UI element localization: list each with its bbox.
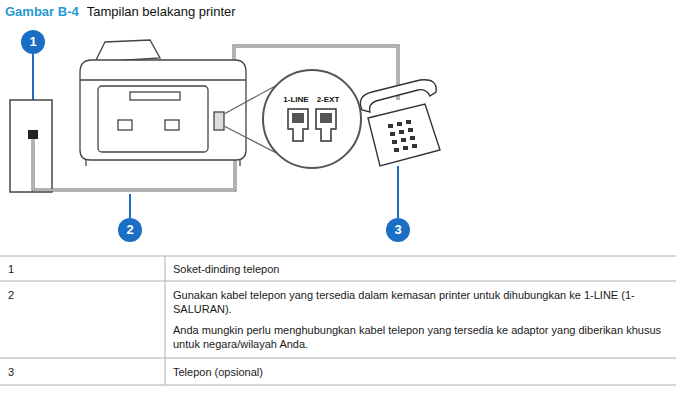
port-opening — [320, 113, 332, 123]
rear-door — [98, 86, 208, 152]
callout-circle: 1 — [21, 30, 45, 54]
leader-line — [397, 166, 399, 218]
port-label: 2-EXT — [317, 95, 340, 105]
callout-number: 1 — [21, 30, 45, 54]
port-block — [214, 112, 224, 130]
callout-circle: 3 — [386, 218, 410, 242]
table-cell: Anda mungkin perlu menghubungkan kabel t… — [173, 323, 668, 351]
telephone — [360, 80, 440, 166]
door-latch — [118, 120, 132, 130]
table-rules — [0, 256, 676, 385]
callout-number: 2 — [118, 218, 142, 242]
table-cell: Soket-dinding telepon — [173, 262, 668, 276]
table-cell: 3 — [8, 365, 14, 379]
phone-base — [368, 104, 440, 166]
figure-title: Tampilan belakang printer — [87, 4, 236, 20]
door-latch — [165, 120, 179, 130]
phone-port — [288, 109, 308, 141]
phone-handset — [360, 80, 436, 112]
table-cell: Telepon (opsional) — [173, 365, 668, 379]
table-cell: 1 — [8, 262, 14, 276]
table-cell: Gunakan kabel telepon yang tersedia dala… — [173, 288, 668, 316]
wall-socket — [10, 100, 52, 192]
printer-seam — [80, 79, 246, 80]
table-cell: 2 — [8, 288, 14, 302]
printer — [80, 40, 246, 166]
wall-jack — [28, 130, 38, 139]
leader-line — [129, 194, 131, 218]
port-label: 1-LINE — [283, 95, 308, 105]
figure-number: Gambar B-4 — [5, 4, 79, 20]
printer-foot — [85, 160, 86, 166]
printer-body — [80, 60, 246, 160]
paper-tray — [95, 40, 160, 62]
rear-slot — [130, 92, 180, 100]
zoom-circle: 1-LINE 2-EXT — [262, 69, 362, 169]
phone-port — [316, 109, 336, 141]
callout-circle: 2 — [118, 218, 142, 242]
printer-foot — [239, 160, 240, 166]
port-illustration — [264, 71, 360, 167]
keypad — [388, 120, 417, 152]
port-opening — [292, 113, 304, 123]
callout-number: 3 — [386, 218, 410, 242]
